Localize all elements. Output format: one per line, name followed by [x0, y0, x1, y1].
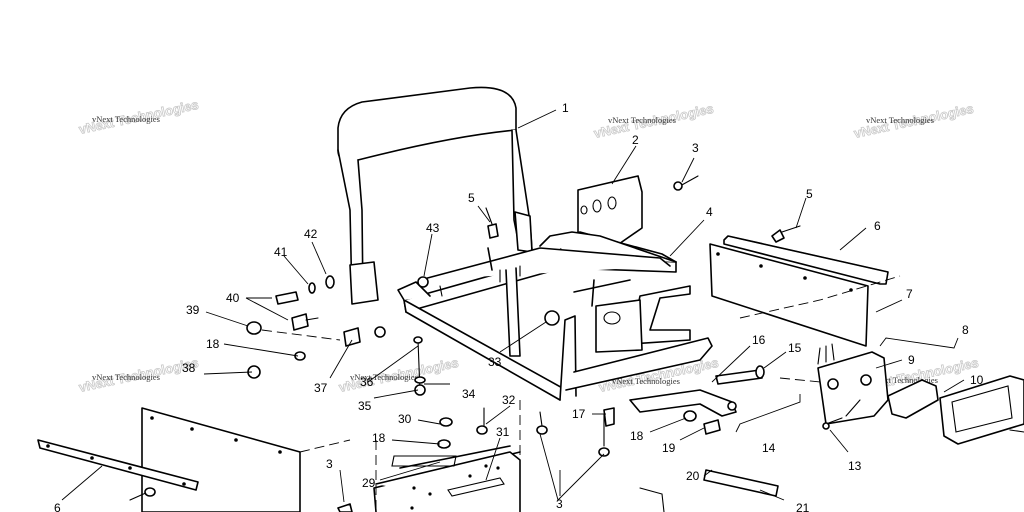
callout-3-left: 3 — [326, 457, 333, 471]
callout-36: 36 — [360, 375, 374, 389]
watermark-text: vNext Technologies — [350, 372, 418, 382]
callout-15: 15 — [788, 341, 802, 355]
callout-6-left: 6 — [54, 501, 61, 512]
watermark-text: vNext Technologies — [866, 115, 934, 125]
callout-37: 37 — [314, 381, 328, 395]
watermark-text: vNext Technologies — [92, 114, 160, 124]
left-side-panel-part — [37, 407, 301, 512]
callout-35: 35 — [358, 399, 372, 413]
callout-39: 39 — [186, 303, 200, 317]
callout-16: 16 — [752, 333, 766, 347]
callout-30: 30 — [398, 412, 412, 426]
callout-1: 1 — [562, 101, 569, 115]
callout-18-right: 18 — [630, 429, 644, 443]
tail-light-assembly-part — [817, 343, 1024, 445]
watermark-text: vNext Technologies — [608, 115, 676, 125]
callout-33: 33 — [488, 355, 502, 369]
callout-4: 4 — [706, 205, 713, 219]
fasteners — [129, 175, 801, 512]
callout-21: 21 — [796, 501, 810, 512]
callout-9: 9 — [908, 353, 915, 367]
callout-17: 17 — [572, 407, 586, 421]
callout-41: 41 — [274, 245, 288, 259]
callout-5-right: 5 — [806, 187, 813, 201]
callout-32: 32 — [502, 393, 516, 407]
callout-labels: 1 2 3 4 5 5 6 7 8 9 10 13 14 15 16 17 18… — [54, 101, 984, 512]
callout-40: 40 — [226, 291, 240, 305]
watermark-text: vNext Technologies — [612, 376, 680, 386]
callout-20: 20 — [686, 469, 700, 483]
callout-5-center: 5 — [468, 191, 475, 205]
callout-8: 8 — [962, 323, 969, 337]
callout-7: 7 — [906, 287, 913, 301]
callout-13: 13 — [848, 459, 862, 473]
callout-43: 43 — [426, 221, 440, 235]
callout-31: 31 — [496, 425, 510, 439]
watermark-text: vNext Technologies — [92, 372, 160, 382]
callout-34: 34 — [462, 387, 476, 401]
callout-14: 14 — [762, 441, 776, 455]
callout-3-top: 3 — [692, 141, 699, 155]
callout-10: 10 — [970, 373, 984, 387]
watermark-text: vNext Technologies — [870, 375, 938, 385]
rack-frame-part — [397, 231, 713, 401]
callout-42: 42 — [304, 227, 318, 241]
leader-lines — [61, 109, 965, 503]
callout-18-center: 18 — [372, 431, 386, 445]
callout-19: 19 — [662, 441, 676, 455]
backrest-part — [337, 86, 533, 305]
callout-2: 2 — [632, 133, 639, 147]
right-side-panel-part — [709, 235, 889, 347]
callout-3-lower: 3 — [556, 497, 563, 511]
lower-tray-part — [373, 445, 779, 512]
alignment-lines — [299, 275, 901, 512]
callout-6-right: 6 — [874, 219, 881, 233]
callout-18-left: 18 — [206, 337, 220, 351]
callout-38: 38 — [182, 361, 196, 375]
callout-29: 29 — [362, 476, 376, 490]
